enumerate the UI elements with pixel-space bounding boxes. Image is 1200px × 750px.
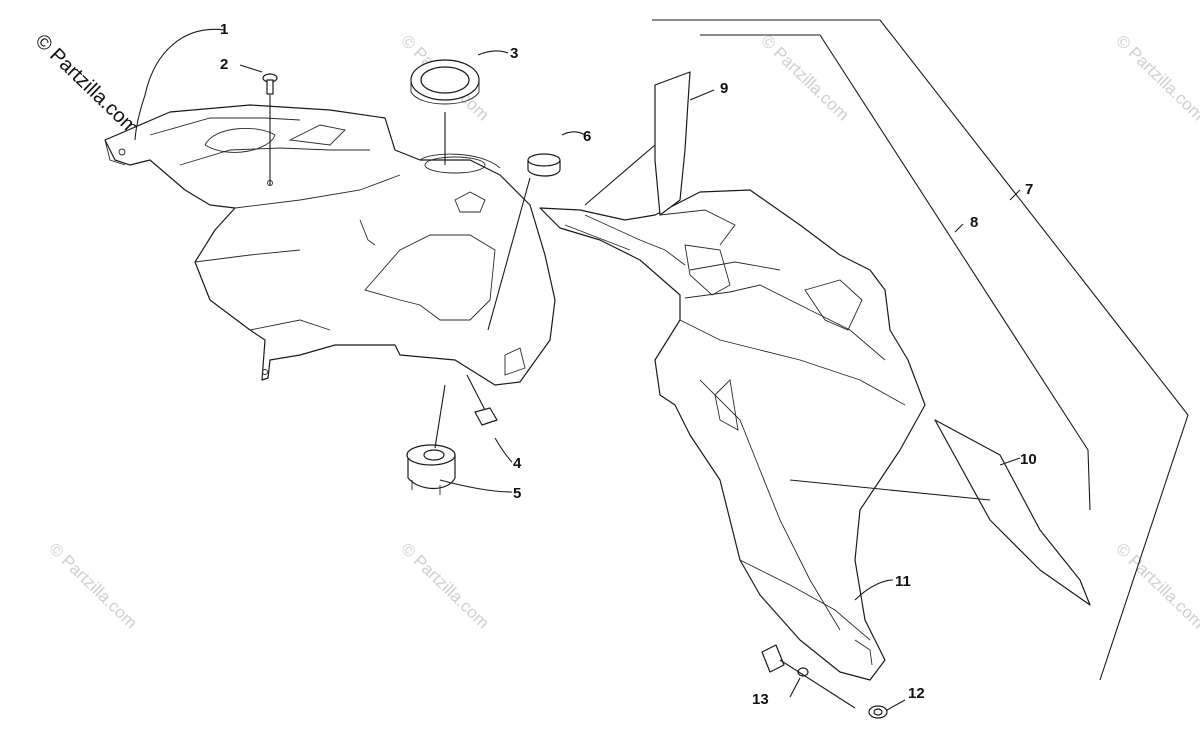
callout-13: 13 bbox=[752, 691, 769, 708]
part-6-cap bbox=[487, 153, 561, 331]
part-9-decal bbox=[584, 71, 715, 216]
part-13-fastener-set bbox=[761, 644, 856, 709]
callout-4: 4 bbox=[513, 455, 522, 472]
callout-12: 12 bbox=[908, 685, 925, 702]
callout-1: 1 bbox=[220, 21, 228, 38]
part-2-screw bbox=[262, 73, 278, 185]
callout-labels: 1 2 3 4 5 6 7 8 9 10 11 12 13 bbox=[220, 21, 1037, 708]
watermark: © Partzilla.com bbox=[45, 539, 141, 632]
callout-9: 9 bbox=[720, 80, 728, 97]
callout-2: 2 bbox=[220, 56, 228, 73]
watermark: © Partzilla.com bbox=[757, 31, 853, 124]
callout-3: 3 bbox=[510, 45, 518, 62]
part-12-screw bbox=[868, 699, 906, 719]
assembly-brackets bbox=[652, 19, 1189, 681]
watermark: © Partzilla.com bbox=[1112, 31, 1200, 124]
callout-5: 5 bbox=[513, 485, 521, 502]
part-11-side-panel bbox=[539, 189, 926, 681]
callout-11: 11 bbox=[895, 573, 911, 590]
callout-7: 7 bbox=[1025, 181, 1033, 198]
callout-8: 8 bbox=[970, 214, 978, 231]
watermark: © Partzilla.com bbox=[397, 539, 493, 632]
callout-6: 6 bbox=[583, 128, 591, 145]
part-3-gasket-ring bbox=[410, 59, 480, 165]
part-5-ignition-switch bbox=[406, 384, 456, 495]
callout-leaders bbox=[134, 28, 894, 601]
callout-10: 10 bbox=[1020, 451, 1037, 468]
part-1-console-cover bbox=[104, 104, 556, 386]
watermark: © Partzilla.com bbox=[1112, 539, 1200, 632]
part-10-decal bbox=[789, 419, 1091, 606]
part-4-clip bbox=[466, 374, 498, 426]
